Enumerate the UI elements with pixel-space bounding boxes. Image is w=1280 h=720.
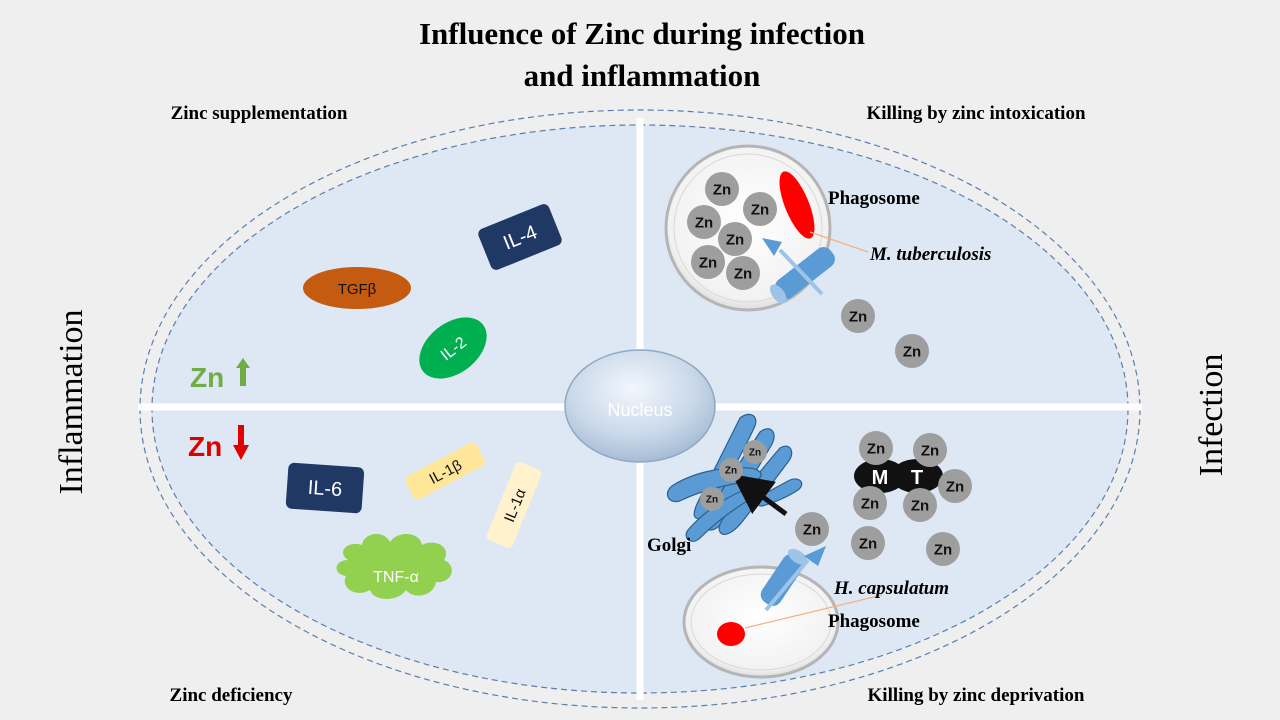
zinc-ion-label-3: Zn [695, 214, 713, 231]
zinc-ion-label-15: Zn [946, 478, 964, 495]
phagosome-bottom-inner [690, 573, 832, 671]
zinc-ion-18 [851, 526, 885, 560]
zinc-ion-16 [853, 486, 887, 520]
h-capsulatum-pointer [744, 594, 883, 629]
transporter-top-flow [778, 248, 824, 296]
zinc-ion-label-11: Zn [706, 495, 718, 506]
h-capsulatum-label: H. capsulatum [833, 578, 949, 599]
golgi-label: Golgi [647, 535, 691, 556]
transporter-bottom-arrow-icon [804, 546, 826, 566]
m-tuberculosis-pointer [809, 231, 869, 253]
cytokine-il4 [478, 204, 562, 270]
cytokine-il1a [486, 462, 542, 548]
m-tuberculosis-label: M. tuberculosis [869, 244, 991, 265]
zinc-ion-label-4: Zn [726, 231, 744, 248]
zinc-ion-label-13: Zn [867, 440, 885, 457]
heading-zinc-supplementation: Zinc supplementation [171, 103, 348, 124]
zinc-ion-label-14: Zn [921, 442, 939, 459]
zinc-ion-17 [903, 488, 937, 522]
cytokine-il1b [404, 442, 486, 500]
zinc-ion-label-17: Zn [911, 497, 929, 514]
zn-down-label: Zn [188, 431, 222, 462]
zinc-ion-14 [913, 433, 947, 467]
title-line-1: Influence of Zinc during infection [419, 16, 865, 51]
cytokine-tnfa [336, 534, 452, 599]
cytokine-il6-label: IL-6 [307, 477, 343, 501]
zinc-ion-label-7: Zn [849, 308, 867, 325]
zinc-ion-label-18: Zn [859, 535, 877, 552]
phagosome-bottom [682, 565, 840, 679]
zinc-ion-5 [691, 245, 725, 279]
zinc-transporter-bottom-cap [787, 548, 808, 565]
zinc-ion-8 [895, 334, 929, 368]
phagosome-top-inner [673, 153, 823, 303]
heading-zinc-deficiency: Zinc deficiency [170, 685, 293, 706]
zinc-ion-label-19: Zn [934, 541, 952, 558]
golgi-import-arrow [731, 474, 788, 517]
zinc-transporter-top-cap [769, 284, 787, 304]
transporter-top-arrow-icon [762, 238, 782, 256]
cytokine-tgfb-label: TGFβ [338, 281, 377, 298]
metallothionein-t-label: T [911, 467, 923, 489]
side-label-infection: Infection [1193, 354, 1230, 477]
side-label-inflammation: Inflammation [53, 309, 90, 494]
h-capsulatum-pathogen [717, 622, 745, 646]
cytokine-tnfa-label: TNF-α [373, 569, 419, 586]
zinc-transporter-bottom [760, 554, 804, 606]
zinc-ion-15 [938, 469, 972, 503]
zinc-ion-11 [700, 487, 724, 511]
zinc-ion-label-16: Zn [861, 495, 879, 512]
zinc-ion-label-5: Zn [699, 254, 717, 271]
zinc-ion-7 [841, 299, 875, 333]
phagosome-top-label: Phagosome [828, 188, 920, 209]
zinc-ion-12 [795, 512, 829, 546]
zinc-ion-2 [743, 192, 777, 226]
zinc-ion-label-9: Zn [749, 448, 761, 459]
phagosome-bottom-label: Phagosome [828, 611, 920, 632]
zinc-ion-label-6: Zn [734, 265, 752, 282]
zinc-ion-4 [718, 222, 752, 256]
nucleus-shape [564, 349, 716, 463]
zinc-ion-label-2: Zn [751, 201, 769, 218]
nucleus-label: Nucleus [607, 400, 672, 420]
metallothionein-m [854, 459, 906, 493]
zinc-ion-label-8: Zn [903, 343, 921, 360]
transporter-bottom-flow [764, 558, 810, 612]
zinc-ion-label-1: Zn [713, 181, 731, 198]
heading-killing-deprivation: Killing by zinc deprivation [868, 685, 1085, 706]
zinc-ion-1 [705, 172, 739, 206]
zn-up-label: Zn [190, 362, 224, 393]
m-tuberculosis-pathogen [779, 171, 815, 239]
zinc-transporter-top [775, 247, 835, 299]
zinc-ion-6 [726, 256, 760, 290]
metallothionein-m-label: M [872, 467, 889, 489]
cytokine-il2 [419, 317, 487, 379]
cytokine-il6 [285, 462, 365, 514]
zinc-ion-3 [687, 205, 721, 239]
zinc-ion-label-12: Zn [803, 521, 821, 538]
zinc-ion-label-10: Zn [725, 466, 737, 477]
zinc-ion-19 [926, 532, 960, 566]
zinc-ion-13 [859, 431, 893, 465]
heading-killing-intoxication: Killing by zinc intoxication [866, 103, 1085, 124]
cytokine-tgfb [303, 267, 411, 309]
arrow-up-icon [236, 358, 250, 386]
metallothionein-t [891, 459, 943, 493]
zinc-ion-10 [719, 458, 743, 482]
title-line-2: and inflammation [524, 58, 761, 93]
zinc-ion-9 [743, 440, 767, 464]
arrow-down-icon [233, 425, 249, 460]
